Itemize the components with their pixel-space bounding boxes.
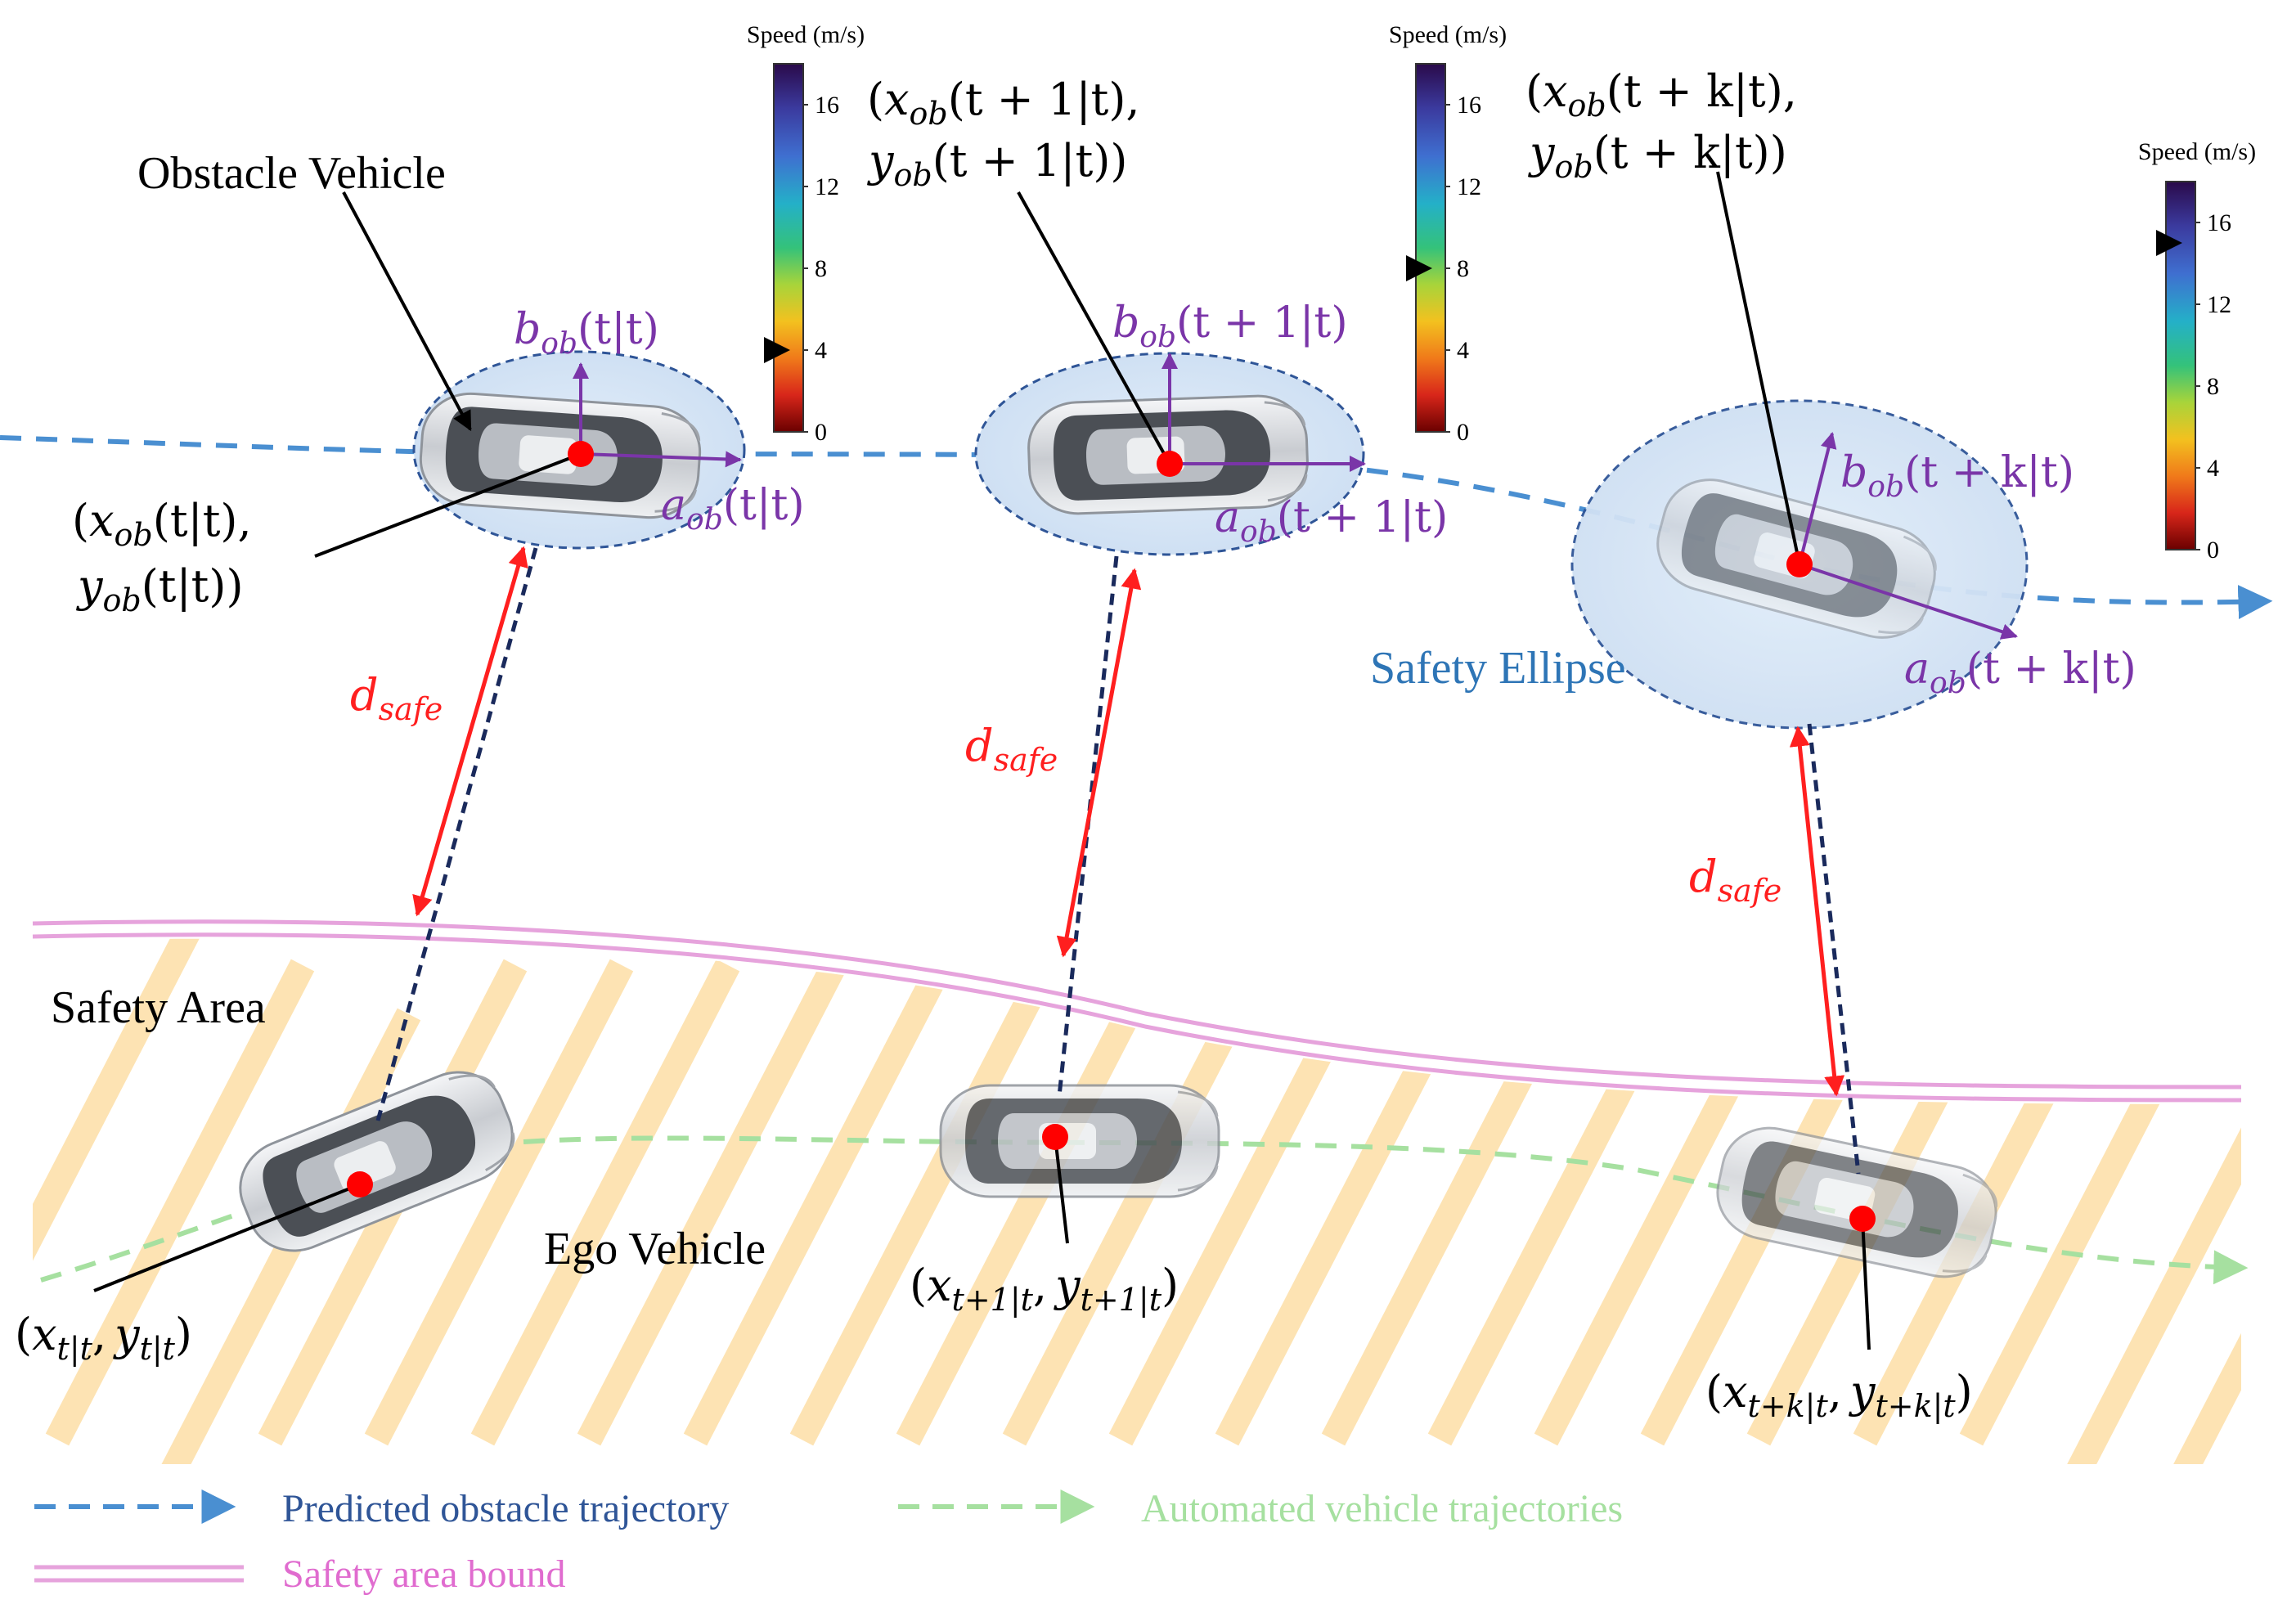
legend-bound-text: Safety area bound	[282, 1552, 566, 1596]
ego-car-t1	[939, 1084, 1220, 1198]
b-ob-label-k: bob(t + k|t)	[1840, 448, 2074, 504]
safety-area-label: Safety Area	[51, 982, 266, 1033]
a-ob-label-0: aob(t|t)	[661, 481, 805, 537]
colorbar-tick-label: 16	[1457, 92, 1481, 119]
colorbar-speed-marker	[1406, 255, 1432, 281]
svg-text:yob(t + k|t)): yob(t + k|t))	[1528, 127, 1787, 185]
dsafe-label-k: dsafe	[1689, 851, 1782, 909]
colorbar-tick-label: 4	[815, 337, 827, 364]
safety-ellipse-label: Safety Ellipse	[1370, 643, 1626, 694]
legend-obstacle-text: Predicted obstacle trajectory	[282, 1487, 729, 1530]
ego-coord-label-0: (xt|t,yt|t)	[15, 1309, 192, 1367]
colorbar-tick-label: 16	[2207, 209, 2231, 236]
speed-colorbar-3: Speed (m/s) 16 12 8 4 0	[2138, 138, 2256, 564]
svg-text:(xob(t + 1|t),: (xob(t + 1|t),	[867, 74, 1140, 132]
svg-text:(xob(t + k|t),: (xob(t + k|t),	[1525, 65, 1797, 124]
colorbar-tick-label: 4	[1457, 337, 1469, 364]
obstacle-coord-label-0: (xob(t|t), yob(t|t))	[72, 495, 252, 618]
dsafe-arrows	[412, 546, 1845, 1097]
ego-coord-label-k: (xt+k|t,yt+k|t)	[1705, 1366, 1973, 1424]
colorbar-tick-label: 8	[815, 255, 827, 282]
leader-lines	[93, 171, 1871, 1350]
ego-vehicle-label: Ego Vehicle	[544, 1224, 766, 1274]
svg-text:yob(t + 1|t)): yob(t + 1|t))	[867, 135, 1127, 193]
colorbar-tick-label: 16	[815, 92, 839, 119]
colorbar-tick-label: 4	[2207, 455, 2219, 482]
b-ob-label-0: bob(t|t)	[514, 305, 659, 361]
colorbar-gradient	[773, 63, 804, 433]
speed-colorbar-2: Speed (m/s) 16 12 8 4 0	[1389, 21, 1507, 446]
ellipse-axes	[573, 353, 2018, 640]
colorbar-title: Speed (m/s)	[1389, 21, 1507, 48]
colorbar-tick-label: 12	[2207, 291, 2231, 318]
obstacle-trajectory	[0, 435, 2273, 619]
dsafe-label-1: dsafe	[965, 720, 1058, 778]
colorbar-tick-label: 12	[1457, 173, 1481, 200]
colorbar-tick-label: 8	[1457, 255, 1469, 282]
a-ob-label-1: aob(t + 1|t)	[1215, 493, 1448, 549]
legend-ego-text: Automated vehicle trajectories	[1141, 1487, 1623, 1530]
colorbar-tick-label: 0	[2207, 537, 2219, 564]
center-points	[347, 441, 1876, 1232]
colorbar-gradient	[1415, 63, 1446, 433]
colorbar-tick-label: 0	[1457, 419, 1469, 446]
colorbar-gradient	[2165, 181, 2196, 550]
svg-text:yob(t|t)): yob(t|t))	[76, 560, 244, 618]
colorbar-tick-label: 12	[815, 173, 839, 200]
colorbar-title: Speed (m/s)	[747, 21, 865, 48]
colorbar-tick-label: 8	[2207, 373, 2219, 400]
a-ob-label-k: aob(t + k|t)	[1904, 645, 2136, 700]
colorbar-title: Speed (m/s)	[2138, 138, 2256, 165]
speed-colorbar-1: Speed (m/s) 16 12 8 4 0	[747, 21, 865, 446]
dsafe-label-0: dsafe	[350, 669, 443, 727]
legend: Predicted obstacle trajectory Automated …	[34, 1487, 1623, 1596]
svg-text:(xob(t|t),: (xob(t|t),	[72, 495, 252, 553]
b-ob-label-1: bob(t + 1|t)	[1112, 299, 1348, 354]
colorbar-speed-marker	[764, 337, 790, 363]
obstacle-vehicle-label: Obstacle Vehicle	[137, 148, 446, 199]
obstacle-coord-label-k: (xob(t + k|t), yob(t + k|t))	[1525, 65, 1797, 185]
colorbar-tick-label: 0	[815, 419, 827, 446]
ego-coord-label-1: (xt+1|t,yt+1|t)	[910, 1260, 1179, 1318]
colorbar-speed-marker	[2156, 230, 2182, 256]
obstacle-coord-label-1: (xob(t + 1|t), yob(t + 1|t))	[867, 74, 1140, 193]
